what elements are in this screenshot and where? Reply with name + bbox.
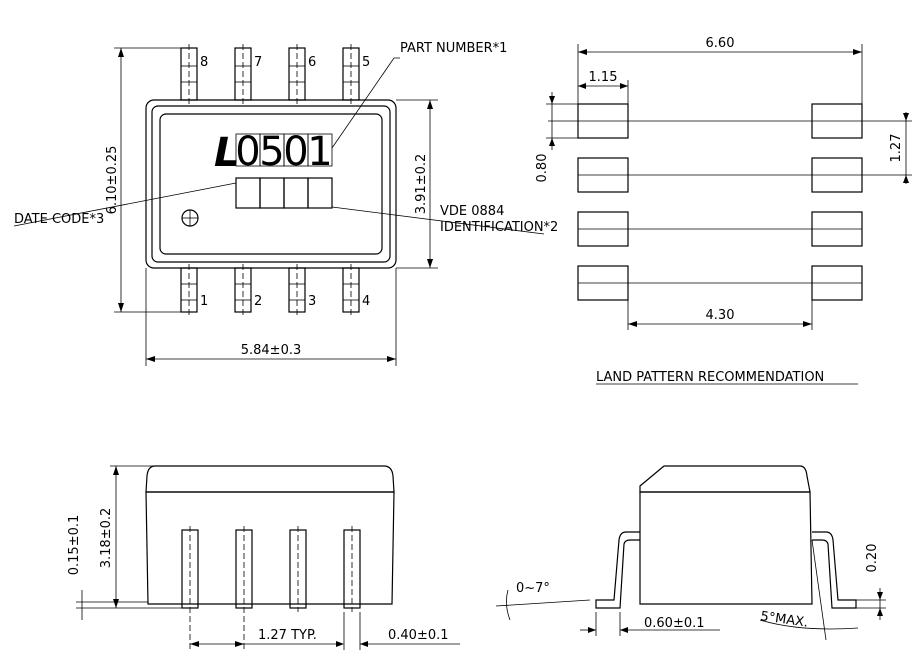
dim-draft-angle: 5°MAX. (759, 609, 809, 631)
side-body-bottom (639, 491, 813, 605)
dim-angle: 0~7° (516, 581, 550, 596)
pin-number-8: 8 (200, 55, 208, 70)
date-code-label: DATE CODE*3 (14, 212, 104, 227)
dim-package-width: 5.84±0.3 (241, 343, 302, 358)
marking-prefix: L (214, 130, 240, 176)
part-number-label: PART NUMBER*1 (400, 41, 507, 56)
vde-boxes (235, 177, 333, 209)
body-bottom (145, 491, 395, 605)
marking-digit-4: 1 (307, 129, 332, 175)
dim-package-height: 6.10±0.25 (105, 146, 120, 215)
marking-digit-1: 0 (235, 129, 260, 175)
left-lead (595, 531, 640, 609)
pin-number-5: 5 (362, 55, 370, 70)
pin-number-3: 3 (308, 294, 316, 309)
part-number-boxes: 0 5 0 1 (235, 129, 332, 175)
pin-number-6: 6 (308, 55, 316, 70)
dim-standoff: 0.15±0.1 (67, 515, 82, 576)
side-view: 0~7° 0.60±0.1 5°MAX. 0.20 (495, 465, 886, 641)
part-number-leader (331, 57, 400, 149)
dim-pad-width: 1.15 (589, 70, 618, 85)
body-top (145, 465, 395, 493)
pin-number-7: 7 (254, 55, 262, 70)
bottom-pins: 1 2 3 4 (180, 264, 370, 316)
top-pins: 8 7 6 5 (180, 44, 370, 104)
vde-label-line1: VDE 0884 (440, 204, 504, 219)
package-body-inner (151, 105, 391, 263)
side-body-top (639, 465, 811, 493)
marking-digit-3: 0 (283, 129, 308, 175)
top-view: 8 7 6 5 1 2 3 4 L (13, 41, 558, 366)
dim-inner-span: 4.30 (706, 308, 735, 323)
package-body-outer (145, 99, 397, 269)
dim-front-height: 3.18±0.2 (99, 508, 114, 569)
pin-number-1: 1 (200, 294, 208, 309)
dim-total-width: 6.60 (706, 36, 735, 51)
dim-lead-thickness: 0.20 (865, 544, 880, 573)
dim-foot-length: 0.60±0.1 (644, 616, 705, 631)
front-leads (181, 526, 361, 650)
land-pattern-title: LAND PATTERN RECOMMENDATION (596, 370, 824, 385)
package-marking-area (159, 113, 383, 255)
dim-body-height: 3.91±0.2 (414, 154, 429, 215)
pin-number-2: 2 (254, 294, 262, 309)
front-view: 3.18±0.2 0.15±0.1 1.27 TYP. 0.40±0.1 (67, 465, 460, 650)
vde-label-line2: IDENTIFICATION*2 (440, 220, 558, 235)
date-code-leader (13, 182, 237, 227)
dim-lead-width: 0.40±0.1 (388, 628, 449, 643)
dim-pad-height: 0.80 (535, 154, 550, 183)
right-lead (812, 531, 857, 609)
land-pattern: 6.60 1.15 0.80 1.27 4.30 LAND PATTERN RE… (535, 36, 912, 385)
pin1-indicator-icon (181, 209, 199, 227)
dim-pitch: 1.27 (889, 134, 904, 163)
pin-number-4: 4 (362, 294, 370, 309)
vde-leader (331, 206, 545, 235)
dim-front-pitch: 1.27 TYP. (258, 628, 317, 643)
marking-digit-2: 5 (259, 129, 284, 175)
